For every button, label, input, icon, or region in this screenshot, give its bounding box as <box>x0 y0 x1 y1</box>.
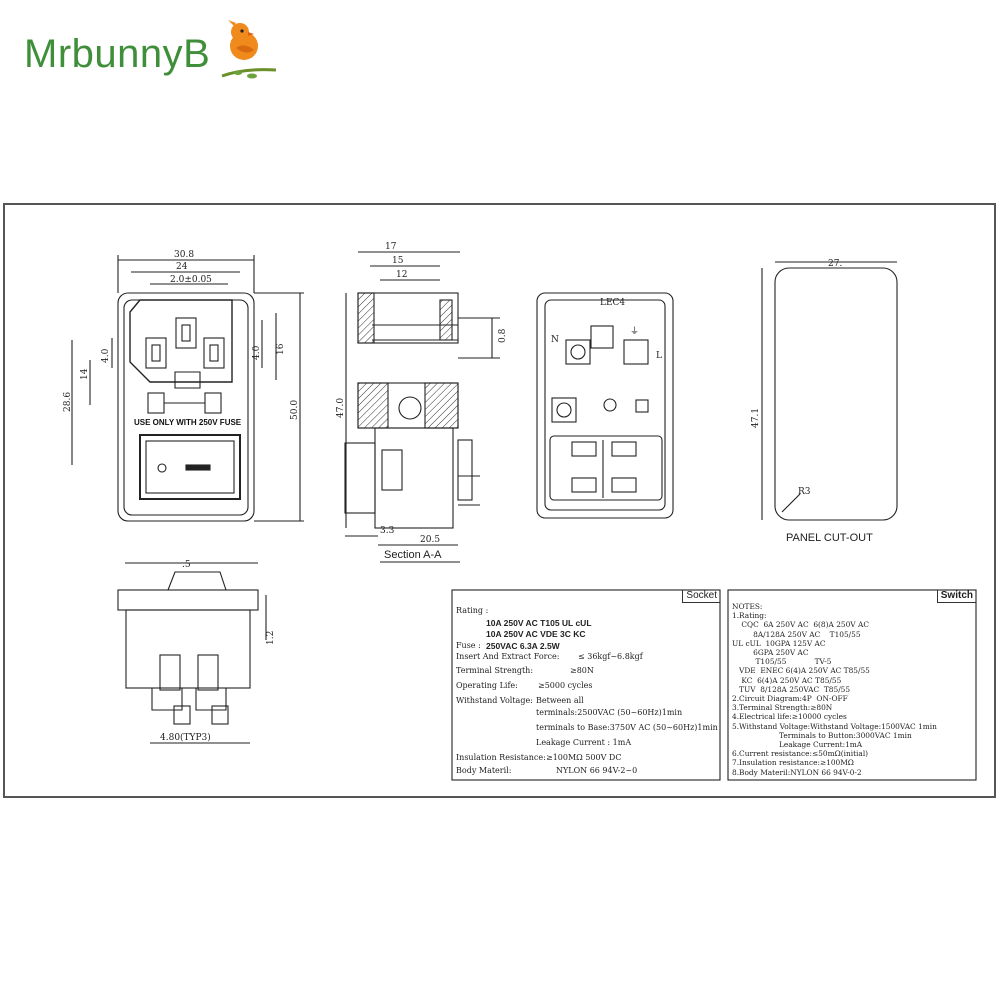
dim-24: 24 <box>176 262 188 272</box>
dim-4-0b: 4.0 <box>252 345 262 360</box>
dim-28-6: 28.6 <box>63 392 73 412</box>
withstand-label: Withstand Voltage: <box>456 696 533 705</box>
switch-note-line: 5.Withstand Voltage:Withstand Voltage:15… <box>732 721 937 731</box>
body-label: Body Materil: <box>456 766 512 775</box>
insulation-value: ≥100MΩ 500V DC <box>546 753 622 762</box>
brand-name: MrbunnyB <box>24 32 211 76</box>
socket-tag: Socket <box>682 590 720 603</box>
switch-note-line: 1.Rating: <box>732 611 767 621</box>
bird-icon <box>221 20 277 79</box>
fuse-value: 250VAC 6.3A 2.5W <box>486 641 560 651</box>
leakage-line: Leakage Current : 1mA <box>536 738 632 747</box>
panel-cutout-view <box>761 261 898 521</box>
section-label: Section A-A <box>384 549 442 561</box>
switch-side-view <box>117 562 267 744</box>
dim-4-80: 4.80(TYP3) <box>160 732 211 743</box>
dim-50-0: 50.0 <box>290 400 300 420</box>
insert-label: Insert And Extract Force: <box>456 652 560 661</box>
switch-note-line: 8A/128A 250V AC T105/55 <box>732 629 861 639</box>
section-view <box>344 251 500 563</box>
rear-label-l: L <box>656 351 662 361</box>
dim-3-3: 3.3 <box>380 526 395 536</box>
switch-note-line: VDE ENEC 6(4)A 250V AC T85/55 <box>732 666 870 676</box>
switch-tag: Switch <box>936 590 976 603</box>
life-label: Operating Life: <box>456 681 518 690</box>
dim-4-0a: 4.0 <box>101 348 111 363</box>
terminal-label: Terminal Strength: <box>456 666 534 675</box>
withstand-line-2: terminals to Base:3750V AC (50~60Hz)1min <box>536 723 718 732</box>
front-view <box>71 255 304 522</box>
withstand-line-1: terminals:2500VAC (50~60Hz)1min <box>536 708 683 717</box>
switch-note-line: 3.Terminal Strength:≥80N <box>732 703 833 713</box>
dim-47-1: 47.1 <box>751 408 761 428</box>
switch-note-line: Leakage Current:1mA <box>732 740 863 750</box>
switch-note-line: 8.Body Materil:NYLON 66 94V-0-2 <box>732 767 862 777</box>
dim-5: .5 <box>182 560 191 570</box>
switch-note-line: NOTES: <box>732 602 763 611</box>
dim-16: 16 <box>276 343 286 355</box>
insert-value: ≤ 36kgf~6.8kgf <box>578 652 643 661</box>
dim-20-5: 20.5 <box>420 535 440 545</box>
insulation-label: Insulation Resistance: <box>456 753 546 762</box>
switch-note-line: 4.Electrical life:≥10000 cycles <box>732 712 847 722</box>
body-value: NYLON 66 94V-2~0 <box>556 766 638 775</box>
rear-label-lt: LEC4 <box>600 298 625 308</box>
dim-14: 14 <box>80 368 90 380</box>
rear-label-n: N <box>551 335 559 345</box>
switch-note-line: KC 6(4)A 250V AC T85/55 <box>732 675 842 685</box>
dim-30-8: 30.8 <box>174 250 194 260</box>
rating-line-1: 10A 250V AC T105 UL cUL <box>486 618 592 628</box>
switch-note-line: 6GPA 250V AC <box>732 648 809 658</box>
drawing-frame <box>3 203 996 798</box>
panel-cutout-label: PANEL CUT-OUT <box>786 532 873 544</box>
rating-label: Rating : <box>456 606 489 615</box>
dim-17: 17 <box>385 242 397 252</box>
switch-spec-table: Switch NOTES:1.Rating: CQC 6A 250V AC 6(… <box>728 590 976 780</box>
switch-note-line: Terminals to Button:3000VAC 1min <box>732 730 912 740</box>
switch-note-line: UL cUL 10GPA 125V AC <box>732 638 826 648</box>
switch-note-line: 7.Insulation resistance:≥100MΩ <box>732 758 854 768</box>
switch-note-line: TUV 8/128A 250VAC T85/55 <box>732 684 851 694</box>
earth-icon: ⏚ <box>630 326 639 337</box>
dim-47-0: 47.0 <box>336 398 346 418</box>
switch-notes: NOTES:1.Rating: CQC 6A 250V AC 6(8)A 250… <box>732 602 937 777</box>
switch-note-line: 2.Circuit Diagram:4P ON-OFF <box>732 694 848 704</box>
switch-note-line: 6.Current resistance:≤50mΩ(initial) <box>732 749 869 759</box>
dim-2-0: 2.0±0.05 <box>170 275 212 285</box>
dim-12: 12 <box>396 270 407 280</box>
socket-spec-table: Socket Rating : 10A 250V AC T105 UL cUL … <box>452 590 720 780</box>
life-value: ≥5000 cycles <box>538 681 593 690</box>
dim-r3: R3 <box>798 487 811 497</box>
fuse-label: Fuse : <box>456 641 481 650</box>
dim-1-2: 1.2 <box>266 631 276 645</box>
rating-line-2: 10A 250V AC VDE 3C KC <box>486 629 586 639</box>
dim-0-8: 0.8 <box>498 328 508 343</box>
switch-note-line: T105/55 TV-5 <box>732 657 832 667</box>
fuse-warning-label: USE ONLY WITH 250V FUSE <box>134 418 242 427</box>
switch-note-line: CQC 6A 250V AC 6(8)A 250V AC <box>732 620 869 630</box>
brand-logo: MrbunnyB <box>22 18 282 88</box>
dim-15: 15 <box>392 256 404 266</box>
terminal-value: ≥80N <box>570 666 594 675</box>
withstand-line-0: Between all <box>536 696 584 705</box>
rear-view <box>536 292 674 519</box>
dim-27: 27. <box>828 259 842 269</box>
